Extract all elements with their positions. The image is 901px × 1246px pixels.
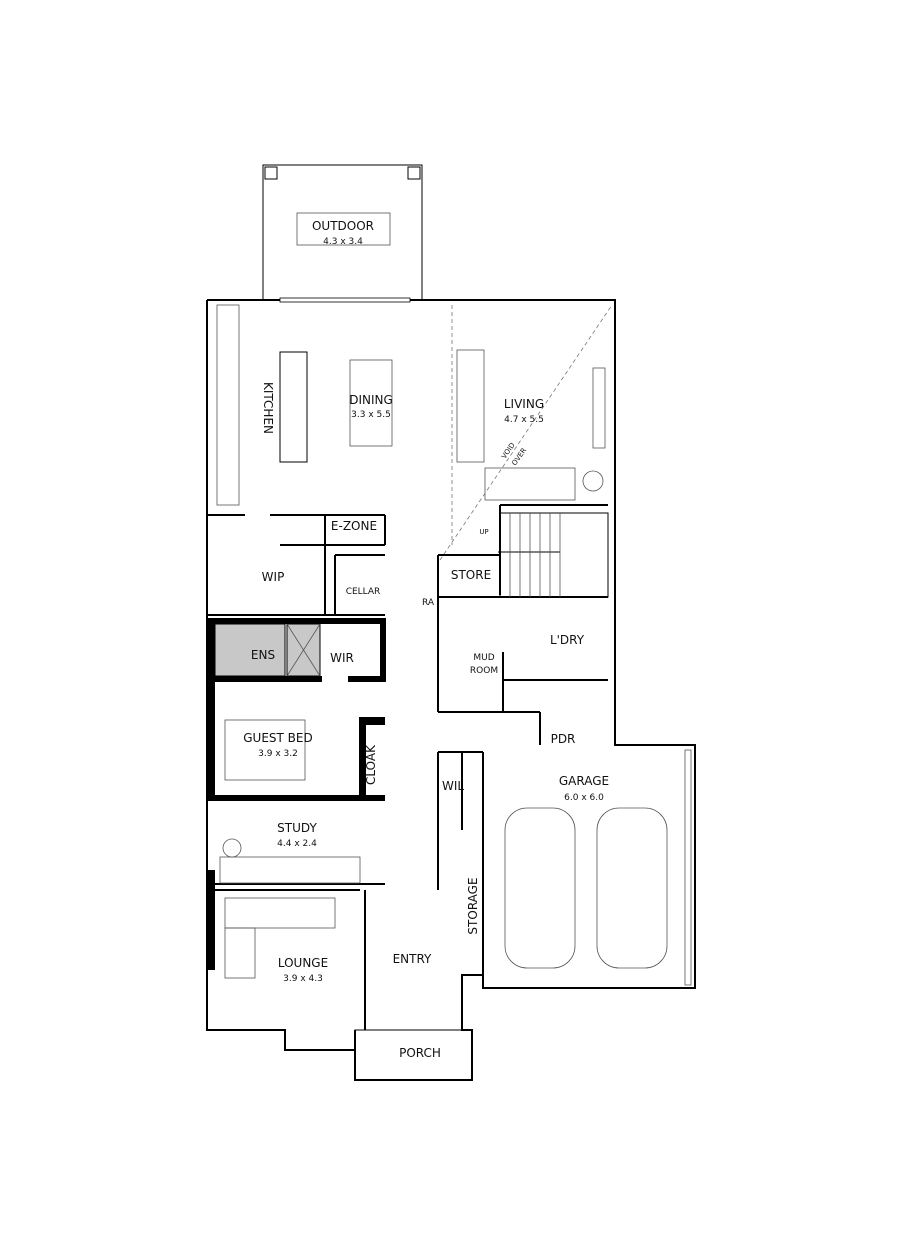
cloak-label: CLOAK [364, 744, 378, 785]
heavy-walls [207, 618, 386, 970]
store-label: STORE [451, 568, 491, 582]
ensuite-wet-area [214, 623, 286, 677]
garage-label: GARAGE [559, 774, 609, 788]
guest-bed-label: GUEST BED [243, 731, 312, 745]
living-label: LIVING [504, 397, 544, 411]
porch-slab [354, 1029, 473, 1081]
cellar-label: CELLAR [346, 587, 381, 597]
ezone-label: E-ZONE [331, 519, 377, 533]
car-2 [596, 807, 668, 969]
lounge-label: LOUNGE [278, 956, 328, 970]
living-size: 4.7 x 5.5 [504, 415, 544, 425]
laundry-label: L'DRY [550, 633, 585, 647]
stairs [498, 512, 609, 598]
stairs-up-label: UP [479, 528, 488, 536]
entry-label: ENTRY [393, 952, 432, 966]
study-label: STUDY [277, 821, 317, 835]
porch-label: PORCH [399, 1046, 441, 1060]
wip-label: WIP [262, 570, 285, 584]
garage-size: 6.0 x 6.0 [564, 793, 604, 803]
storage-label: STORAGE [466, 877, 480, 934]
sofa-2 [484, 467, 576, 501]
study-desk [219, 856, 361, 884]
sliding-door [279, 297, 411, 303]
bed [224, 719, 306, 781]
kitchen-bench [216, 304, 240, 506]
garage-cars [504, 749, 692, 986]
study-size: 4.4 x 2.4 [277, 839, 317, 849]
guest-bed-size: 3.9 x 3.2 [258, 749, 298, 759]
pdr-label: PDR [551, 732, 576, 746]
dining-table [349, 359, 393, 447]
tv-unit [592, 367, 606, 449]
mudroom-label-2: ROOM [470, 666, 498, 676]
lounge-size: 3.9 x 4.3 [283, 974, 323, 984]
dining-size: 3.3 x 5.5 [351, 410, 391, 420]
ra-label: RA [422, 598, 435, 608]
void-line [439, 304, 613, 561]
furniture [219, 470, 604, 1081]
kitchen-island [279, 351, 308, 463]
wil-label: WIL [442, 779, 464, 793]
kitchen-label: KITCHEN [261, 382, 275, 434]
outdoor-size: 4.3 x 3.4 [323, 237, 363, 247]
ensuite-label: ENS [251, 648, 275, 662]
lounge-sofa [224, 897, 336, 929]
car-1 [504, 807, 576, 969]
wir-label: WIR [330, 651, 354, 665]
sofa [456, 349, 485, 463]
mudroom-label-1: MUD [473, 653, 494, 663]
dining-label: DINING [349, 393, 393, 407]
outdoor-label: OUTDOOR [312, 219, 374, 233]
